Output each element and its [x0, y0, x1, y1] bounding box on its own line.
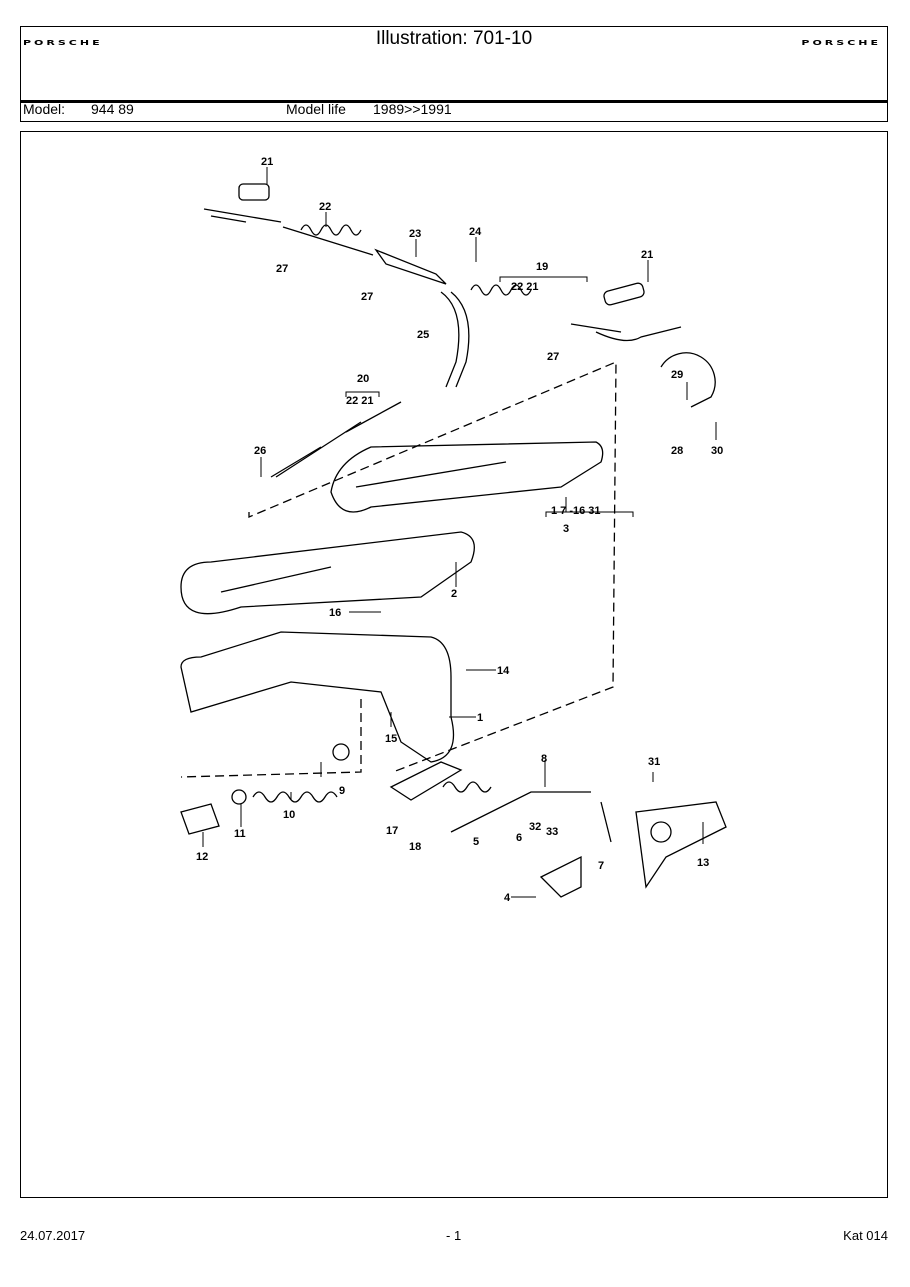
callout-31: 31: [648, 756, 660, 768]
lever-arm-drawing: [180, 631, 455, 763]
callout-21b: 21: [641, 249, 653, 261]
callout-27c: 27: [547, 351, 559, 363]
callout-21a: 21: [261, 156, 273, 168]
callout-8: 8: [541, 753, 547, 765]
illustration-frame: 21 22 27 23 24 27 25 19 22 21 21 27 20 2…: [20, 131, 888, 1198]
callout-27a: 27: [276, 263, 288, 275]
callout-1: 1: [477, 712, 483, 724]
callout-32: 32: [529, 821, 541, 833]
callout-29: 29: [671, 369, 683, 381]
callout-25: 25: [417, 329, 429, 341]
footer-page-number: - 1: [446, 1228, 462, 1243]
model-value: 944 89: [91, 101, 134, 117]
callout-6: 6: [516, 832, 522, 844]
group-19-label: 22 21: [511, 281, 539, 293]
lever-cover-middle-drawing: [180, 531, 475, 615]
callout-28: 28: [671, 445, 683, 457]
callout-24: 24: [469, 226, 482, 238]
page-title: Illustration: 701-10: [375, 28, 533, 49]
callout-11: 11: [234, 828, 246, 840]
cable-left-part-drawing: [203, 183, 470, 478]
callout-5: 5: [473, 836, 479, 848]
callout-13: 13: [697, 857, 709, 869]
group-20-label: 22 21: [346, 395, 374, 407]
callout-14: 14: [497, 665, 510, 677]
callout-4: 4: [504, 892, 511, 904]
callout-leaders: [202, 167, 717, 898]
brand-logo-right: PORSCHE: [801, 38, 881, 47]
model-life-value: 1989>>1991: [373, 101, 452, 117]
brand-logo-left: PORSCHE: [23, 38, 103, 47]
callout-16: 16: [329, 607, 341, 619]
footer-catalog-code: Kat 014: [843, 1228, 888, 1243]
callout-33: 33: [546, 826, 558, 838]
group-3-label: 1 7 -16 31: [551, 505, 601, 517]
model-life-label: Model life: [286, 101, 346, 117]
callout-19: 19: [536, 261, 548, 273]
callout-23: 23: [409, 228, 421, 240]
model-label: Model:: [23, 101, 66, 117]
callout-30: 30: [711, 445, 723, 457]
callout-26: 26: [254, 445, 266, 457]
callout-labels: 21 22 27 23 24 27 25 19 22 21 21 27 20 2…: [196, 156, 723, 904]
footer-date: 24.07.2017: [20, 1228, 86, 1243]
lever-cover-upper-drawing: [330, 441, 604, 513]
callout-15: 15: [385, 733, 397, 745]
callout-2: 2: [451, 588, 457, 600]
cable-right-part-drawing: [470, 282, 716, 408]
callout-7: 7: [598, 860, 604, 872]
callout-27b: 27: [361, 291, 373, 303]
dashed-assembly-outline: [180, 361, 617, 778]
callout-9: 9: [339, 785, 345, 797]
lower-parts-drawing: [180, 743, 727, 898]
callout-10: 10: [283, 809, 295, 821]
callout-22a: 22: [319, 201, 331, 213]
header-divider: [21, 100, 887, 103]
callout-18: 18: [409, 841, 421, 853]
callout-17: 17: [386, 825, 398, 837]
callout-3: 3: [563, 523, 569, 535]
header-box: PORSCHE Illustration: 701-10 PORSCHE Mod…: [20, 26, 888, 122]
callout-12: 12: [196, 851, 208, 863]
callout-20: 20: [357, 373, 369, 385]
exploded-parts-diagram: 21 22 27 23 24 27 25 19 22 21 21 27 20 2…: [180, 156, 727, 904]
